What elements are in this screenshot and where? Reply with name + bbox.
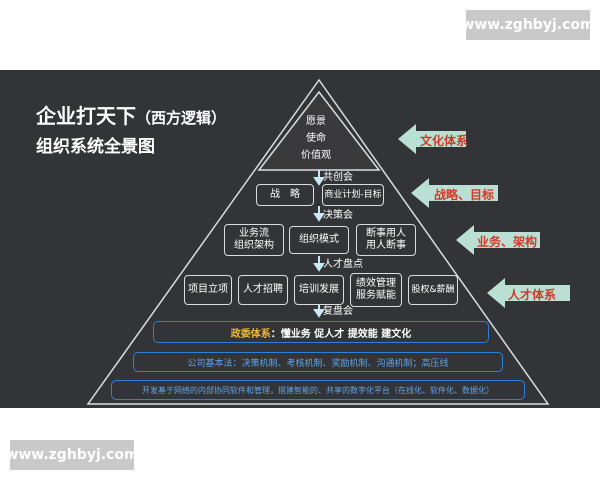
box-performance: 绩效管理 服务赋能 bbox=[350, 273, 402, 307]
box-business-flow: 业务流组织架构 bbox=[224, 224, 284, 256]
apex-vision: 愿景 bbox=[306, 116, 326, 127]
band-company-law: 公司基本法：决策机制、考核机制、奖励机制、沟通机制；高压线 bbox=[133, 352, 503, 372]
band-commissar: 政委体系：懂业务 促人才 提效能 建文化 bbox=[153, 321, 489, 343]
side-arrow-4 bbox=[487, 278, 570, 308]
side-arrow-3 bbox=[456, 225, 540, 255]
watermark-bottom: www.zghbyj.com bbox=[5, 440, 139, 470]
box-project: 项目立项 bbox=[184, 275, 232, 305]
stage-label: 人才盘点 bbox=[323, 259, 363, 270]
side-arrow-2 bbox=[411, 178, 498, 208]
stage-label: 决策会 bbox=[323, 210, 353, 221]
box-recruit: 人才招聘 bbox=[238, 275, 288, 305]
page-subtitle: 组织系统全景图 bbox=[36, 137, 155, 157]
flow-arrows bbox=[313, 170, 325, 318]
side-arrows bbox=[398, 124, 570, 308]
box-decision-people: 断事用人用人断事 bbox=[356, 224, 416, 256]
pyramid-outline bbox=[86, 78, 550, 405]
side-label-strategy: 战略、目标 bbox=[434, 188, 495, 202]
page-title: 企业打天下（西方逻辑） bbox=[36, 104, 227, 128]
box-equity: 股权&薪酬 bbox=[408, 275, 458, 305]
apex-mission: 使命 bbox=[306, 133, 326, 144]
side-arrow-1 bbox=[398, 124, 466, 154]
stage-label: 复盘会 bbox=[323, 306, 353, 317]
pyramid-graphics bbox=[86, 78, 570, 405]
box-strategy: 战 略 bbox=[256, 184, 314, 206]
apex-values: 价值观 bbox=[301, 150, 331, 161]
box-business-plan: 商业计划-目标 bbox=[322, 184, 384, 206]
band-digital-platform: 开发基于网络的内部协同软件和管理，搭建智能的、共享的数字化平台（在线化、软件化、… bbox=[111, 380, 525, 400]
stage-label: 共创会 bbox=[323, 172, 353, 183]
box-training: 培训发展 bbox=[294, 275, 344, 305]
side-label-culture: 文化体系 bbox=[420, 134, 469, 148]
watermark-top: www.zghbyj.com bbox=[461, 10, 595, 40]
diagram-panel: 企业打天下（西方逻辑） 组织系统全景图 愿景 使命 价值观 共创会 决策会 人才… bbox=[0, 70, 600, 408]
box-org-mode: 组织模式 bbox=[289, 226, 349, 254]
side-label-business: 业务、架构 bbox=[477, 235, 538, 249]
side-label-talent: 人才体系 bbox=[508, 288, 557, 302]
